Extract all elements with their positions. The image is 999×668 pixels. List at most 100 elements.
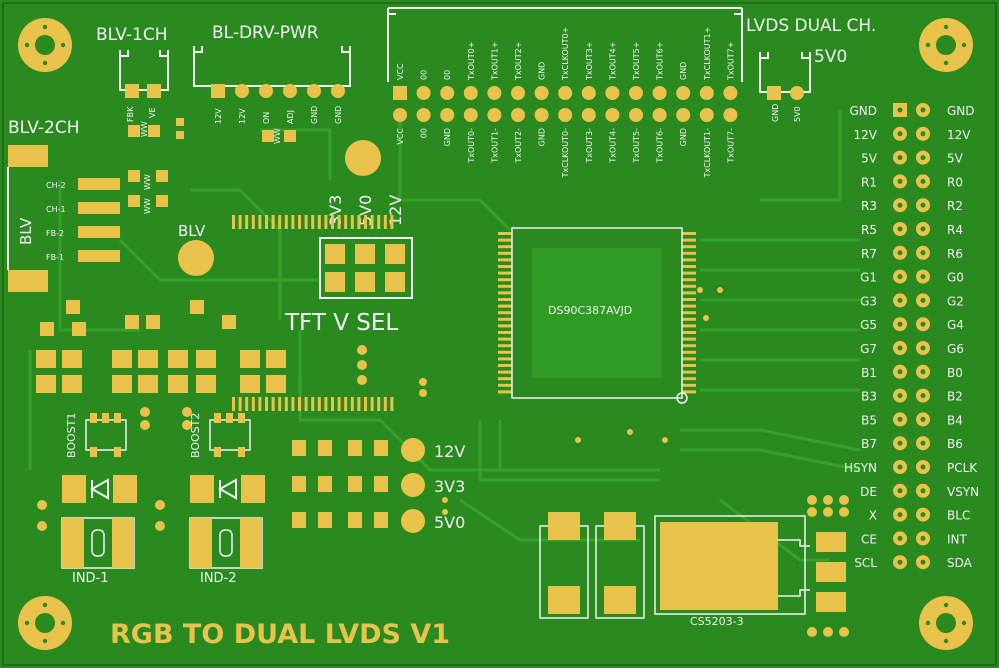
lvds-top-pin-label: TxOUT6+ xyxy=(656,42,665,81)
inductor-2 xyxy=(189,517,263,569)
ic-label: DS90C387AVJD xyxy=(548,304,632,317)
bldrv-pad xyxy=(235,84,249,98)
blv2ch-pad xyxy=(78,202,120,214)
header-right-label: G4 xyxy=(947,318,964,332)
blv2ch-pins: CH-2CH-1FB-2FB-1 xyxy=(46,178,120,262)
header-right-label: R2 xyxy=(947,199,963,213)
lvds-top-pin-label: GND xyxy=(538,62,547,80)
lvds-pad xyxy=(629,86,643,100)
lvds-bottom-pin-label: GND xyxy=(679,128,688,146)
lvds-top-pin-label: TxOUT1+ xyxy=(490,42,499,81)
lvds-pad xyxy=(629,108,643,122)
header-right-label: R6 xyxy=(947,247,963,261)
header-left-label: X xyxy=(869,509,877,523)
lvds-pad xyxy=(652,86,667,100)
lvds-top-pin-label: 00 xyxy=(443,70,452,80)
mount-hole-br xyxy=(919,596,973,650)
pwr-connector-outline xyxy=(759,52,811,93)
bldrv-pin-label: GND xyxy=(334,106,343,124)
blv1ch-label: BLV-1CH xyxy=(96,25,168,45)
pwr-connector-pad xyxy=(790,86,804,100)
w-mark: WW xyxy=(273,128,282,144)
w-mark: WW xyxy=(143,198,152,214)
boost2-label: BOOST2 xyxy=(189,413,202,458)
bldrv-pad xyxy=(211,84,225,98)
lvds-pad xyxy=(558,86,573,100)
diode-2 xyxy=(190,475,265,503)
bldrvpwr-label: BL-DRV-PWR xyxy=(212,23,319,43)
lvds-top-pin-label: TxOUT7+ xyxy=(726,42,735,81)
lvds-top-pin-label: TxOUT4+ xyxy=(608,42,617,81)
lvds-serializer-ic xyxy=(232,215,696,411)
5v0-small-label: 5V0 xyxy=(793,106,802,122)
header-right-label: B6 xyxy=(947,437,963,451)
header-right-label: B2 xyxy=(947,390,963,404)
bldrv-pin-label: ON xyxy=(262,112,271,124)
lvds-connector-outline xyxy=(387,7,743,82)
header-left-label: G1 xyxy=(860,271,877,285)
blv2ch-tab xyxy=(8,270,48,292)
lvds-pad xyxy=(463,86,478,100)
lvds-pad xyxy=(605,108,620,122)
bldrv-pad xyxy=(307,84,321,98)
bldrv-pad xyxy=(283,84,297,98)
header-left-label: CE xyxy=(861,532,877,546)
lvds-top-pin-label: TxOUT2+ xyxy=(514,42,523,81)
lvds-pad xyxy=(558,108,573,122)
sel-5v0-label: 5V0 xyxy=(356,195,375,226)
header-left-label: GND xyxy=(849,104,877,118)
ind2-label: IND-2 xyxy=(200,571,237,586)
lvds-bottom-pin-label: TxOUT0- xyxy=(467,128,476,164)
lvds-connector-pins: VCCVCC000000GNDTxOUT0+TxOUT0-TxOUT1+TxOU… xyxy=(393,27,738,179)
lvds-top-pin-label: GND xyxy=(679,62,688,80)
header-right-label: R4 xyxy=(947,223,963,237)
blv2ch-pad xyxy=(78,226,120,238)
header-right-label: B4 xyxy=(947,413,963,427)
sel-3v3-label: 3V3 xyxy=(326,195,345,226)
lvds-pad xyxy=(699,108,714,122)
header-right-label: B0 xyxy=(947,366,963,380)
lvds-bottom-pin-label: TxCLKOUT1- xyxy=(703,128,712,179)
blv2ch-tab xyxy=(8,145,48,167)
conn-5v0-label: 5V0 xyxy=(814,47,847,67)
regulator xyxy=(654,515,846,615)
header-left-label: B1 xyxy=(861,366,877,380)
lvds-bottom-pin-label: GND xyxy=(538,128,547,146)
header-right-label: GND xyxy=(947,104,975,118)
led-3v3-pad xyxy=(401,473,425,497)
mount-hole-tl xyxy=(18,18,72,72)
lvds-top-pin-label: TxCLKOUT0+ xyxy=(561,27,570,81)
regulator-caps xyxy=(539,512,645,619)
header-left-label: DE xyxy=(860,485,877,499)
lvds-pad xyxy=(416,108,431,122)
lvds-pad xyxy=(393,108,407,122)
lvds-bottom-pin-label: TxCLKOUT0- xyxy=(561,128,570,179)
tft-sel-outline xyxy=(319,237,413,299)
lvds-bottom-pin-label: TxOUT2- xyxy=(514,128,523,164)
lvds-pad xyxy=(723,108,738,122)
header-right-label: INT xyxy=(947,532,968,546)
gnd-small-label: GND xyxy=(771,104,780,122)
boost1-ic xyxy=(85,413,127,457)
led-rows xyxy=(292,440,388,528)
lvds-pad xyxy=(440,86,455,100)
led-12v-pad xyxy=(401,438,425,462)
lvds-pad xyxy=(534,108,549,122)
header-left-label: R1 xyxy=(861,175,877,189)
header-left-label: B3 xyxy=(861,390,877,404)
blv2ch-pin-label: FB-1 xyxy=(46,253,64,262)
smd-resistors-top xyxy=(128,118,296,207)
lvds-top-pin-label: TxCLKOUT1+ xyxy=(703,27,712,81)
vias-reg xyxy=(807,495,849,637)
blv-vertical-label: BLV xyxy=(17,217,35,245)
header-right-label: 12V xyxy=(947,128,971,142)
fbk-label: FBK xyxy=(126,106,135,122)
header-right-label: R0 xyxy=(947,175,963,189)
diode-1 xyxy=(62,475,137,503)
lvds-bottom-pin-label: TxOUT6- xyxy=(656,128,665,164)
header-left-label: G3 xyxy=(860,294,877,308)
lvds-bottom-pin-label: GND xyxy=(443,128,452,146)
mount-hole-bl xyxy=(18,596,72,650)
